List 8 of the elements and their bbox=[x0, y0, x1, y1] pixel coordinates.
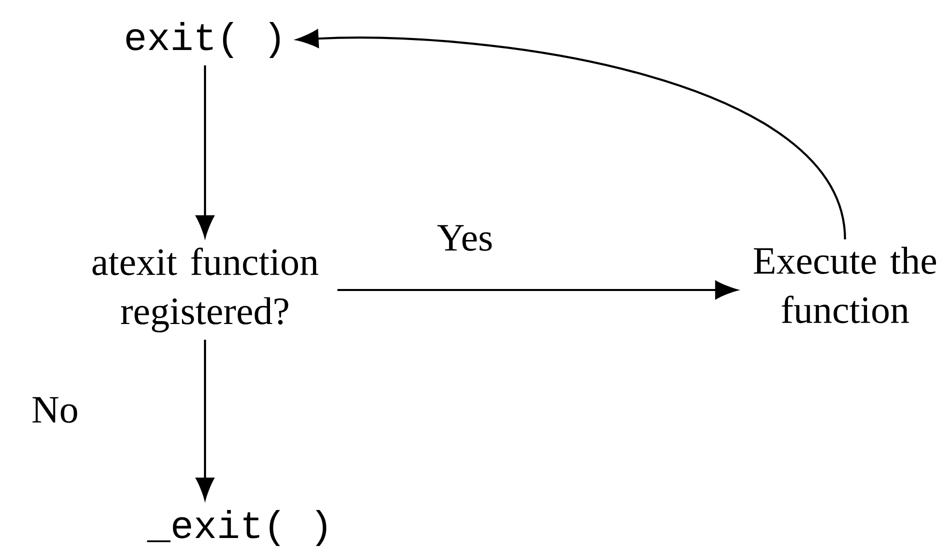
arrow bbox=[337, 280, 738, 300]
node-text: _exit( ) bbox=[147, 510, 326, 546]
arrow bbox=[196, 340, 214, 500]
edge-label: No bbox=[28, 394, 82, 426]
node-text: atexit function registered? bbox=[92, 248, 318, 332]
arrow bbox=[196, 65, 214, 238]
node-text: exit( ) bbox=[126, 22, 280, 58]
node-text: Execute the function bbox=[754, 246, 936, 324]
